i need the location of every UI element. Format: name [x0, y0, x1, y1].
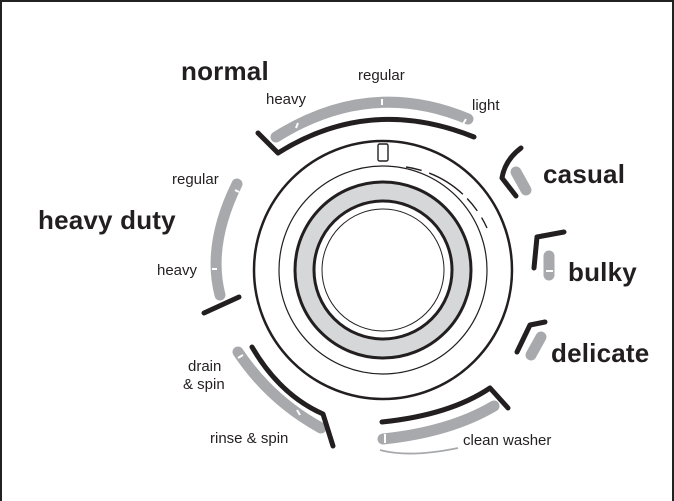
cycle-knob[interactable] — [252, 139, 514, 401]
heavy-duty-cycle-label: heavy duty — [38, 205, 176, 235]
heavy-duty-regular-tick — [234, 189, 240, 193]
heavy-duty-regular-label: regular — [172, 171, 219, 188]
delicate-cycle-marker[interactable] — [514, 319, 548, 361]
casual-cycle-label: casual — [543, 159, 626, 189]
drain-spin-tick — [237, 354, 244, 359]
casual-cycle-marker[interactable] — [499, 145, 532, 199]
dial-indicator-arc — [405, 166, 488, 229]
normal-light-label: light — [472, 97, 500, 114]
normal-heavy-tick — [295, 122, 299, 129]
drain-spin-label-line2: & spin — [183, 376, 225, 393]
dial-pointer-marker — [377, 143, 389, 162]
normal-heavy-label: heavy — [266, 91, 307, 108]
dial-thin-ring — [278, 165, 488, 375]
delicate-cycle-label: delicate — [551, 338, 650, 368]
bulky-cycle-label: bulky — [568, 257, 637, 287]
rinse-spin-tick — [296, 409, 301, 416]
normal-cycle-label: normal — [181, 56, 269, 86]
normal-regular-label: regular — [358, 67, 405, 84]
clean-washer-arc[interactable] — [377, 385, 511, 455]
heavy-duty-heavy-label: heavy — [157, 262, 198, 279]
clean-washer-label: clean washer — [463, 432, 552, 449]
rinse-spin-label: rinse & spin — [210, 430, 289, 447]
bulky-cycle-marker[interactable] — [531, 229, 567, 281]
normal-light-tick — [462, 118, 467, 125]
dial-center-inner — [321, 208, 445, 332]
dial-center-cap — [312, 199, 454, 341]
spin-cycles-arc[interactable] — [232, 344, 336, 449]
heavy-duty-cycle-arc[interactable] — [201, 178, 243, 316]
drain-spin-label-line1: drain — [188, 358, 222, 375]
normal-cycle-arc[interactable] — [255, 96, 477, 156]
